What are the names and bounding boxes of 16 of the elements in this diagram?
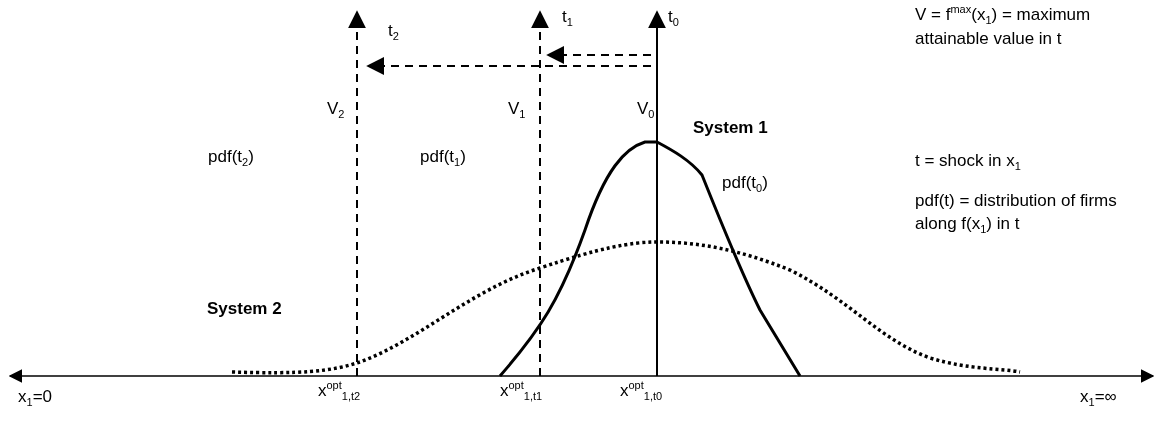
axis-label: pdf(t$_{0}$) xyxy=(722,172,768,197)
axis-label: pdf(t$_{1}$) xyxy=(420,146,466,171)
axis-label: System 2 xyxy=(207,298,282,320)
axis-label: x$_{1}$=∞ xyxy=(1080,386,1117,411)
axis-label: pdf(t$_{2}$) xyxy=(208,146,254,171)
axis-label: t$_{1}$ xyxy=(562,6,573,31)
axis-label: V = f$^{max}$(x$_{1}$) = maximum attainable value in t xyxy=(915,2,1092,50)
axis-label: t$_{2}$ xyxy=(388,20,399,45)
axis-label: V$_{2}$ xyxy=(327,98,345,123)
axis-label: V$_{0}$ xyxy=(637,98,655,123)
axis-label: t = shock in x$_{1}$ xyxy=(915,150,1021,175)
axis-label: x$_{1}$=0 xyxy=(18,386,52,411)
axis-label: t$_{0}$ xyxy=(668,6,679,31)
axis-label: pdf(t) = distribution of firms along f(x$_{1}$) in t xyxy=(915,190,1118,238)
axis-label: System 1 xyxy=(693,117,768,139)
axis-label: V$_{1}$ xyxy=(508,98,526,123)
